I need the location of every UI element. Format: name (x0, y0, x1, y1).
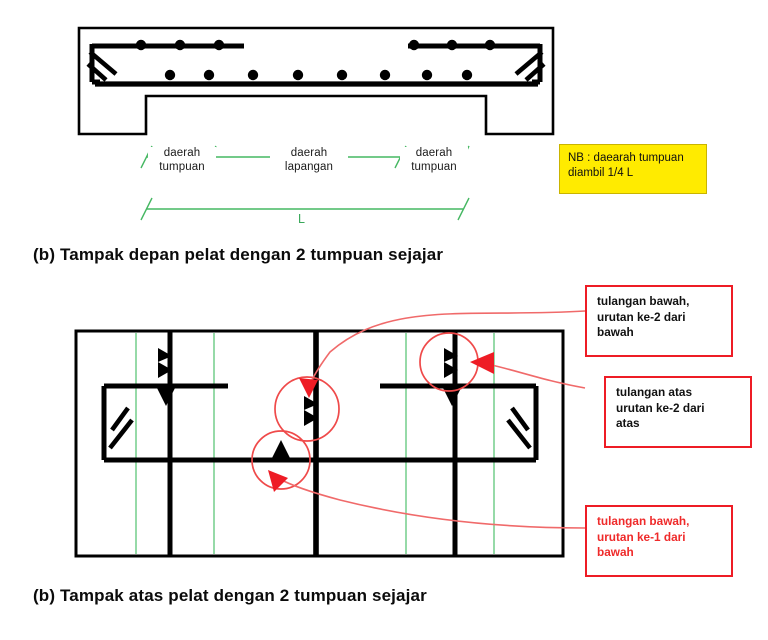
cross-section-outline (77, 26, 555, 136)
top-rebar-right-group (408, 39, 540, 51)
callout-leader-lines (268, 310, 586, 529)
callout-top-bar-second: tulangan atas urutan ke-2 dari atas (604, 376, 752, 448)
plan-rebar-frame-right (380, 383, 539, 460)
plan-rebar-frame-left (101, 383, 228, 460)
plan-view-outline (74, 329, 565, 558)
caption-plan-view: (b) Tampak atas pelat dengan 2 tumpuan s… (33, 586, 427, 605)
note-box-support-zone: NB : daearah tumpuan diambil 1/4 L (559, 144, 707, 194)
top-rebar-left-group (92, 39, 244, 51)
bottom-rebar-group (95, 69, 538, 87)
dimension-label-total-span: L (298, 212, 305, 226)
callout-bottom-bar-second: tulangan bawah, urutan ke-2 dari bawah (585, 285, 733, 357)
dimension-line-total-span (140, 197, 470, 221)
plan-highlight-circles (251, 332, 479, 490)
plan-main-bars-vertical (167, 331, 458, 556)
dimension-label-midspan: daerah lapangan (270, 147, 348, 174)
plan-hook-marks (157, 348, 461, 460)
callout-bottom-bar-first: tulangan bawah, urutan ke-1 dari bawah (585, 505, 733, 577)
dimension-label-left-support: daerah tumpuan (148, 147, 216, 174)
stirrup-left (86, 44, 118, 85)
stirrup-right (514, 44, 546, 85)
dimension-label-right-support: daerah tumpuan (400, 147, 468, 174)
caption-front-view: (b) Tampak depan pelat dengan 2 tumpuan … (33, 245, 444, 264)
